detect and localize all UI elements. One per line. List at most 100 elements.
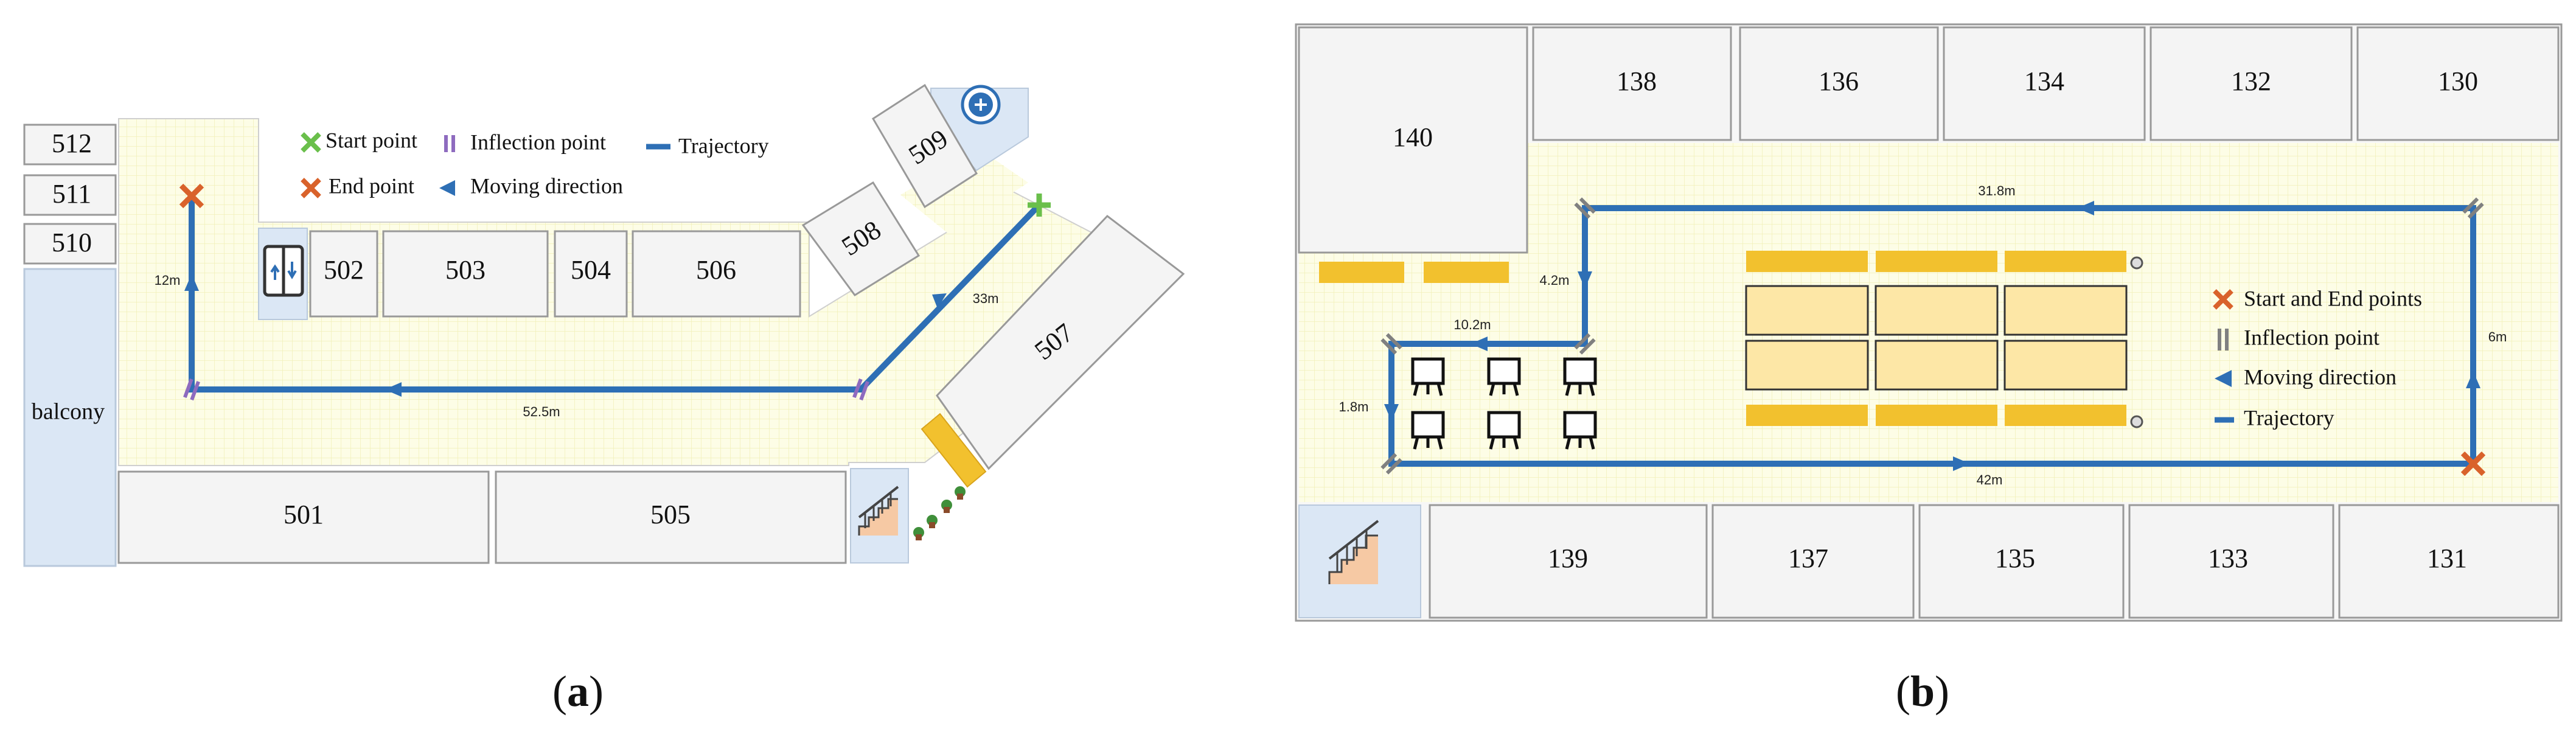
table-b1 <box>1745 285 1869 336</box>
direction-arrow-b4 <box>1471 337 1488 351</box>
room-131 <box>2338 504 2560 619</box>
inflection-marker-b3 <box>1574 333 1596 355</box>
distance-a-52-5m: 52.5m <box>523 404 560 419</box>
room-506 <box>632 230 801 318</box>
direction-arrow-b1 <box>2466 371 2480 388</box>
panel-a-trajectory: 12m 52.5m 33m <box>155 183 1051 419</box>
distance-a-12m: 12m <box>155 273 181 288</box>
room-136 <box>1739 26 1939 141</box>
start-end-marker-b <box>2460 451 2486 476</box>
table-b4 <box>1745 340 1869 391</box>
inflection-marker-b4 <box>1380 333 1402 355</box>
room-139 <box>1429 504 1708 619</box>
distance-b-1-8m: 1.8m <box>1339 399 1369 414</box>
panel-b-easels <box>1411 357 1597 450</box>
distance-a-33m: 33m <box>973 291 999 306</box>
trajectory-line-a <box>189 196 1042 393</box>
bench-b5 <box>2005 251 2126 272</box>
bench-b8 <box>2005 405 2126 426</box>
room-135-label: 135 <box>1995 543 2035 573</box>
inflection-marker-b2 <box>1574 197 1596 219</box>
room-503-label: 503 <box>445 255 486 285</box>
room-509 <box>871 83 978 209</box>
distance-b-6m: 6m <box>2488 329 2507 344</box>
room-510-label: 510 <box>52 228 92 257</box>
sensor-icon <box>2130 415 2143 428</box>
distance-b-4-2m: 4.2m <box>1540 273 1570 288</box>
room-134-label: 134 <box>2024 66 2064 96</box>
inflection-point-legend-icon <box>444 135 455 152</box>
room-140-label: 140 <box>1393 122 1433 152</box>
room-137 <box>1711 504 1915 619</box>
room-512 <box>23 124 117 166</box>
room-135 <box>1918 504 2125 619</box>
table-b3 <box>2003 285 2128 336</box>
easel-icon <box>1563 357 1597 396</box>
panel-b-bottom-rooms: 139 137 135 133 131 <box>1298 504 2560 619</box>
room-501-label: 501 <box>284 500 324 529</box>
legend-trajectory: Trajectory <box>678 133 769 158</box>
easel-icon <box>1487 411 1521 450</box>
room-133 <box>2128 504 2334 619</box>
easel-icon <box>1563 411 1597 450</box>
end-point-marker-a <box>179 183 204 209</box>
easel-icon <box>1487 357 1521 396</box>
room-502-label: 502 <box>324 255 364 285</box>
distance-b-31-8m: 31.8m <box>1978 183 2015 198</box>
elevator-icon <box>263 245 304 297</box>
room-134 <box>1943 26 2146 141</box>
room-504-label: 504 <box>571 255 611 285</box>
easel-icon <box>1411 411 1445 450</box>
legend-inflection-point: Inflection point <box>470 130 606 154</box>
legend-inflection-point-b: Inflection point <box>2244 325 2379 349</box>
bench-b6 <box>1746 405 1868 426</box>
sensor-icon <box>2130 256 2143 270</box>
room-137-label: 137 <box>1788 543 1828 573</box>
inflection-marker-a2 <box>183 378 200 401</box>
room-508 <box>801 181 921 297</box>
bench-b2 <box>1424 262 1509 283</box>
inflection-marker-a1 <box>852 378 869 401</box>
panel-a-legend: Start point End point Inflection point M… <box>301 128 769 198</box>
panel-b-furniture <box>1319 251 2143 428</box>
panel-a-left-rooms: 512 511 510 balcony <box>23 124 117 567</box>
inflection-marker-b5 <box>1380 453 1402 475</box>
direction-arrow-a1 <box>932 293 947 309</box>
room-510 <box>23 223 117 265</box>
panel-b: 140 138 136 134 132 130 139 137 <box>1295 23 2563 716</box>
legend-trajectory-b: Trajectory <box>2244 405 2334 430</box>
stairs-icon <box>1328 520 1379 584</box>
room-132 <box>2150 26 2353 141</box>
bench-b4 <box>1876 251 1997 272</box>
stairs-icon <box>858 486 899 536</box>
room-512-label: 512 <box>52 128 92 158</box>
room-130 <box>2356 26 2560 141</box>
direction-arrow-b3 <box>1578 271 1592 288</box>
plant-icons <box>913 486 966 540</box>
start-end-legend-icon <box>2213 289 2233 310</box>
room-131-label: 131 <box>2427 543 2467 573</box>
room-511 <box>23 174 117 216</box>
distance-b-10-2m: 10.2m <box>1453 317 1491 332</box>
table-b2 <box>1875 285 1999 336</box>
direction-arrow-b6 <box>1953 456 1970 471</box>
legend-end-point: End point <box>329 173 414 198</box>
room-140 <box>1298 26 1528 254</box>
table-b5 <box>1875 340 1999 391</box>
room-511-label: 511 <box>52 179 91 209</box>
panel-a-top-rooms: 502 503 504 506 <box>258 228 801 320</box>
moving-direction-legend-icon <box>439 180 455 196</box>
bench-a <box>921 413 987 488</box>
room-504 <box>554 230 628 318</box>
start-point-legend-icon <box>301 132 321 153</box>
legend-moving-direction-b: Moving direction <box>2244 365 2397 389</box>
panel-a-angled-rooms: 509 508 507 <box>801 83 1185 488</box>
direction-arrow-b2 <box>2077 201 2094 215</box>
room-503 <box>382 230 549 318</box>
legend-moving-direction: Moving direction <box>470 173 623 198</box>
room-130-label: 130 <box>2438 66 2478 96</box>
moving-direction-legend-icon <box>2215 370 2232 387</box>
balcony <box>23 268 117 567</box>
room-502 <box>309 230 378 318</box>
